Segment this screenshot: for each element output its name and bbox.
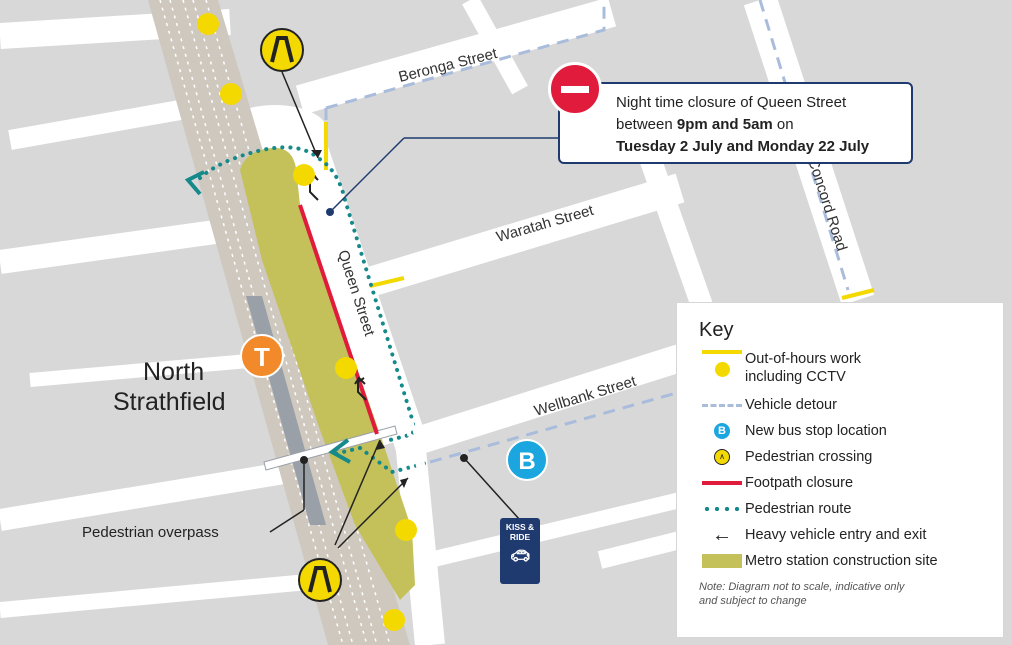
out-of-hours-symbol	[699, 350, 745, 388]
footpath-closure-swatch	[702, 481, 742, 485]
key-item-bus-stop: B New bus stop location	[699, 422, 987, 440]
notice-leader-line	[329, 137, 405, 213]
notice-line-2: between 9pm and 5am on	[616, 114, 899, 136]
kiss-ride-pin	[460, 454, 468, 462]
key-label-detour: Vehicle detour	[745, 397, 837, 413]
leader-arrowhead	[376, 440, 385, 450]
key-item-heavy-vehicle: ← Heavy vehicle entry and exit	[699, 524, 987, 546]
pedestrian-crossing-icon	[260, 28, 304, 72]
arrow-left-icon: ←	[712, 524, 732, 546]
key-title: Key	[699, 319, 734, 341]
crossing-stripes	[398, 421, 427, 477]
notice-dates: Tuesday 2 July and Monday 22 July	[616, 138, 870, 155]
footpath-closure	[298, 204, 379, 435]
kiss-and-ride-icon: KISS & RIDE 🚗︎	[500, 518, 540, 584]
key-item-footpath: Footpath closure	[699, 474, 987, 492]
overpass-label: Pedestrian overpass	[82, 524, 219, 541]
map-key: Key Out-of-hours work including CCTV Veh…	[676, 302, 1004, 638]
leader-lines	[269, 71, 521, 549]
heavy-vehicle-arrowhead-lower-icon	[354, 376, 366, 385]
key-label-bus-stop: New bus stop location	[745, 423, 887, 439]
pedestrian-route-swatch	[702, 507, 742, 511]
notice-line-2-prefix: between	[616, 116, 677, 133]
bus-letter: B	[518, 448, 535, 475]
kiss-ride-line1: KISS &	[505, 522, 535, 532]
bus-stop-icon: B	[506, 439, 548, 481]
place-label-line1: North	[143, 358, 204, 386]
car-icon: 🚗︎	[509, 548, 531, 565]
station-letter: T	[254, 342, 270, 372]
key-item-detour: Vehicle detour	[699, 396, 987, 414]
notice-line-1: Night time closure of Queen Street	[616, 94, 847, 111]
notice-hours: 9pm and 5am	[676, 116, 773, 133]
construction-site-swatch	[702, 554, 742, 568]
closure-notice: Night time closure of Queen Street betwe…	[558, 82, 913, 164]
key-label-footpath: Footpath closure	[745, 475, 854, 491]
cctv-work-dots	[197, 13, 417, 631]
detour-swatch	[702, 403, 742, 407]
out-of-hours-lines	[324, 122, 875, 300]
overpass-pin	[300, 456, 308, 464]
notice-pin	[326, 208, 334, 216]
no-entry-icon	[548, 62, 602, 116]
route-chevron-overpass-icon	[328, 438, 351, 464]
key-label-metro-site: Metro station construction site	[745, 553, 938, 569]
key-label-crossing: Pedestrian crossing	[745, 449, 873, 465]
kiss-ride-line2: RIDE	[509, 532, 531, 542]
pedestrian-crossing-swatch-icon: ∧	[714, 449, 730, 465]
place-label-line2: Strathfield	[113, 388, 226, 416]
metro-construction-site	[240, 147, 415, 601]
bus-stop-swatch-icon: B	[714, 423, 730, 439]
leader-arrowhead	[400, 478, 408, 488]
key-label-heavy-vehicle: Heavy vehicle entry and exit	[745, 527, 927, 543]
train-station-icon: T	[240, 334, 284, 378]
key-note: Note: Diagram not to scale, indicative o…	[699, 581, 905, 607]
key-label-ped-route: Pedestrian route	[745, 501, 852, 517]
notice-line-2-suffix: on	[772, 116, 794, 133]
key-item-out-of-hours: Out-of-hours work including CCTV	[699, 350, 987, 388]
pedestrian-overpass	[263, 425, 398, 471]
key-item-metro-site: Metro station construction site	[699, 552, 987, 570]
leader-arrowhead	[311, 150, 322, 158]
key-item-crossing: ∧ Pedestrian crossing	[699, 448, 987, 466]
out-of-hours-line-swatch	[702, 350, 742, 354]
key-label-out-of-hours: Out-of-hours work including CCTV	[745, 351, 862, 385]
route-chevron-left-icon	[184, 170, 205, 196]
pedestrian-crossing-icon	[298, 558, 342, 602]
cctv-dot-swatch	[714, 362, 730, 377]
key-item-ped-route: Pedestrian route	[699, 500, 987, 518]
